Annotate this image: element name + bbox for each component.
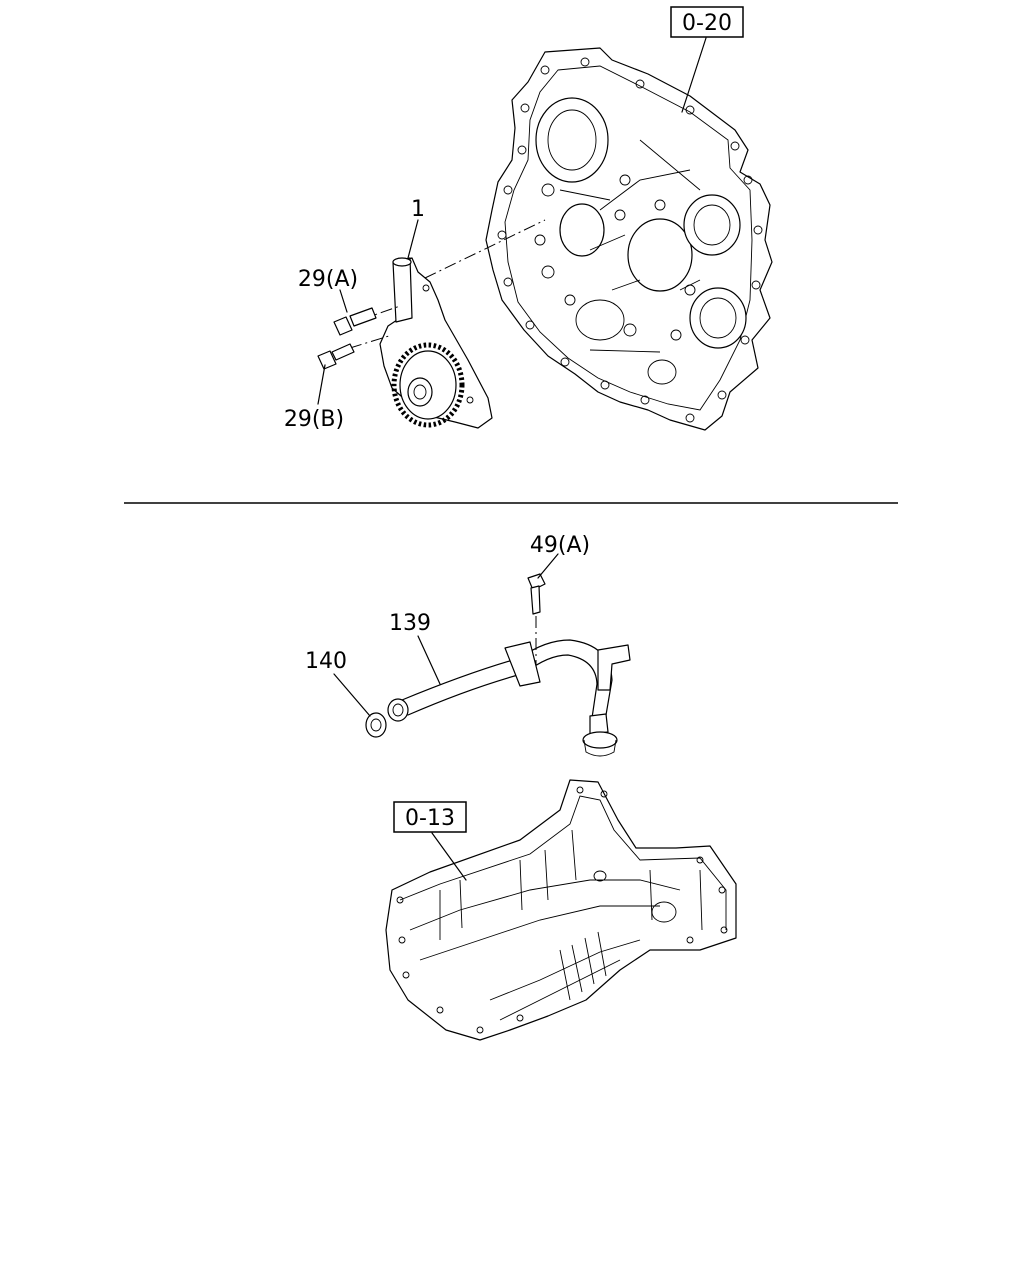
ref-box-front-cover[interactable]: 0-20 xyxy=(670,6,744,38)
ref-box-oil-pan[interactable]: 0-13 xyxy=(393,801,467,833)
oil-pan-illustration xyxy=(385,779,737,1041)
callout-oil-pump[interactable]: 1 xyxy=(411,197,425,222)
bolt-49a-illustration xyxy=(527,573,546,678)
suction-pipe-illustration xyxy=(387,639,631,757)
o-ring-140-illustration xyxy=(365,712,387,738)
oil-pump-illustration xyxy=(379,257,493,429)
bolt-29a-illustration xyxy=(333,305,401,336)
callout-o-ring[interactable]: 140 xyxy=(305,649,347,674)
ref-label-front-cover: 0-20 xyxy=(682,11,732,36)
ref-label-oil-pan: 0-13 xyxy=(405,806,455,831)
front-cover-illustration xyxy=(485,47,773,431)
callout-bolt-49a[interactable]: 49(A) xyxy=(530,533,590,558)
leader-lines-upper xyxy=(317,37,707,405)
callout-bolt-29b[interactable]: 29(B) xyxy=(284,407,344,432)
callout-suction-pipe[interactable]: 139 xyxy=(389,611,431,636)
leader-lines-lower xyxy=(333,553,559,881)
callout-bolt-29a[interactable]: 29(A) xyxy=(298,267,358,292)
bolt-29b-illustration xyxy=(317,334,393,370)
alignment-line-pump xyxy=(424,219,546,279)
